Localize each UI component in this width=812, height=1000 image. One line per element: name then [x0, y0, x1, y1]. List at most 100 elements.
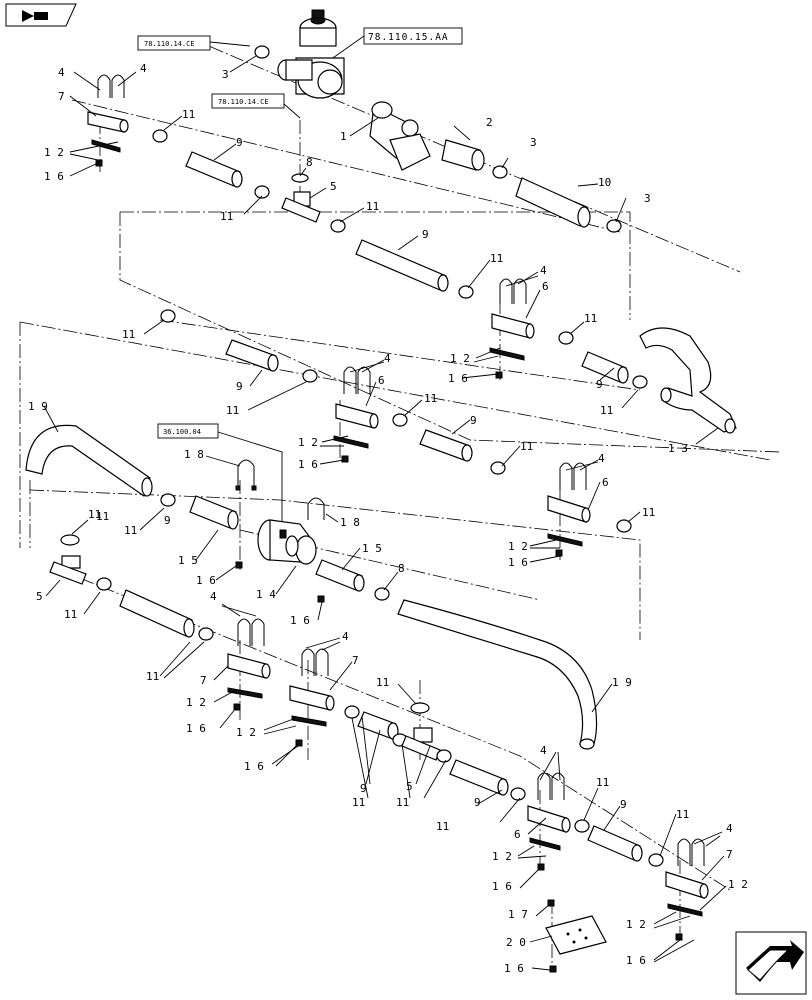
- clamp-11-row2e: [616, 519, 632, 533]
- hose-9-row1: [185, 151, 243, 188]
- callout-12: 1 2: [44, 146, 64, 159]
- callout-16: 1 6: [244, 760, 264, 773]
- hose-9-row4: [119, 589, 195, 638]
- callout-labels: 3 1 2 3 10 3 4 4 7 1 2 1 6 11 9 11 8 5 1…: [28, 62, 748, 975]
- callout-9: 9: [236, 136, 243, 149]
- callout-4: 4: [540, 744, 547, 757]
- reference-box-d[interactable]: 36.100.04: [157, 423, 219, 439]
- clamps-row1: [254, 185, 346, 233]
- callout-8: 8: [398, 562, 405, 575]
- pump-valve-assembly: [277, 9, 345, 99]
- callout-11: 11: [424, 392, 437, 405]
- hose-15-row3b: [315, 559, 365, 592]
- callout-8: 8: [306, 156, 313, 169]
- callout-12: 1 2: [298, 436, 318, 449]
- reference-label: 36.100.04: [163, 428, 201, 436]
- callout-14: 1 4: [256, 588, 276, 601]
- tee-fitting-5-row4b: [401, 727, 441, 761]
- hose-part-10: [515, 177, 591, 228]
- callout-2: 2: [486, 116, 493, 129]
- callout-4: 4: [384, 352, 391, 365]
- callout-11: 11: [366, 200, 379, 213]
- callout-3: 3: [222, 68, 229, 81]
- o-ring-11-right: [410, 702, 430, 714]
- callout-11: 11: [376, 676, 389, 689]
- tee-fitting-5-row1: [281, 173, 321, 223]
- callout-15: 1 5: [362, 542, 382, 555]
- clamp-11-row2b: [302, 369, 318, 383]
- reference-box-b[interactable]: 78.110.15.AA: [363, 27, 463, 45]
- callout-12: 1 2: [186, 696, 206, 709]
- u-bolt-assembly-6: [289, 648, 335, 747]
- callout-16: 1 6: [290, 614, 310, 627]
- u-bolt-assembly-7: [527, 772, 571, 871]
- callout-12: 1 2: [626, 918, 646, 931]
- callout-4: 4: [140, 62, 147, 75]
- clamp-8-row3: [374, 587, 390, 601]
- callout-7: 7: [200, 674, 207, 687]
- callout-16: 1 6: [504, 962, 524, 975]
- callout-19: 1 9: [28, 400, 48, 413]
- callout-16: 1 6: [492, 880, 512, 893]
- u-bolt-18b: [307, 497, 325, 603]
- callout-11: 11: [226, 404, 239, 417]
- hose-19-long: [397, 599, 598, 750]
- u-bolt-assembly-1: [87, 74, 129, 167]
- callout-5: 5: [330, 180, 337, 193]
- clamp-11-row4b: [198, 627, 214, 641]
- callout-15: 1 5: [178, 554, 198, 567]
- reference-label: 78.110.14.CE: [144, 40, 195, 48]
- hose-9-row2: [225, 339, 279, 372]
- clamp-11-row4c: [344, 705, 360, 719]
- prev-page-button[interactable]: [5, 3, 77, 27]
- callout-4: 4: [342, 630, 349, 643]
- callout-11: 11: [642, 506, 655, 519]
- callout-3: 3: [530, 136, 537, 149]
- callout-18: 1 8: [340, 516, 360, 529]
- clamp-11-row4e: [436, 749, 452, 763]
- callout-10: 10: [598, 176, 611, 189]
- callout-4: 4: [540, 264, 547, 277]
- arrow-back-icon: [22, 10, 48, 22]
- clamps-top: [254, 45, 622, 233]
- callout-11: 11: [520, 440, 533, 453]
- clamp-11-row1c: [558, 331, 574, 345]
- clamp-11-row2d: [490, 461, 506, 475]
- callout-18: 1 8: [184, 448, 204, 461]
- u-bolt-assembly-5: [227, 618, 271, 711]
- clamp-11-row3: [160, 493, 176, 507]
- callout-11: 11: [584, 312, 597, 325]
- callout-11: 11: [352, 796, 365, 809]
- callout-4: 4: [210, 590, 217, 603]
- u-bolt-assembly-2: [489, 278, 535, 379]
- callout-11: 11: [64, 608, 77, 621]
- hose-9-row2c: [419, 429, 473, 462]
- valve-body-part-1: [369, 101, 431, 171]
- hose-13-bent: [639, 327, 737, 434]
- callout-9: 9: [474, 796, 481, 809]
- callout-16: 1 6: [626, 954, 646, 967]
- clamp-11-row4f: [510, 787, 526, 801]
- reference-box-a[interactable]: 78.110.14.CE: [137, 35, 211, 51]
- hose-15-row3: [189, 495, 239, 530]
- callout-6: 6: [378, 374, 385, 387]
- callout-16: 1 6: [186, 722, 206, 735]
- clamp-11-row1b: [458, 285, 474, 299]
- callout-9: 9: [422, 228, 429, 241]
- callout-11: 11: [88, 508, 101, 521]
- leader-lines: [43, 55, 727, 971]
- reference-box-c[interactable]: 78.110.14.CE: [211, 93, 285, 109]
- callout-5: 5: [406, 780, 413, 793]
- hose-19-curved: [25, 424, 153, 497]
- callout-5: 5: [36, 590, 43, 603]
- hose-9-row4e: [449, 759, 509, 796]
- callout-11: 11: [146, 670, 159, 683]
- next-page-button[interactable]: [735, 931, 807, 995]
- callout-16: 1 6: [508, 556, 528, 569]
- callout-9: 9: [236, 380, 243, 393]
- callout-11: 11: [596, 776, 609, 789]
- pipe-part-2: [441, 139, 485, 171]
- callout-6: 6: [542, 280, 549, 293]
- callout-12: 1 2: [492, 850, 512, 863]
- callout-17: 1 7: [508, 908, 528, 921]
